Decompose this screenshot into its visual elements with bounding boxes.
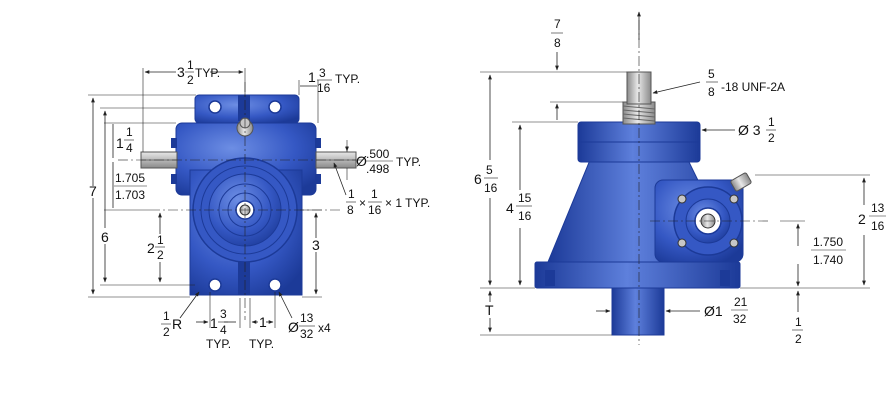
dim-cap-den: 2: [768, 131, 775, 145]
dim-key-n2: 1: [371, 187, 378, 201]
dim-hole-prefix: Ø: [288, 319, 299, 335]
dim-body-whole: 4: [506, 200, 514, 216]
dim-total-num: 5: [486, 163, 493, 177]
dim-right-3: 3: [312, 237, 320, 253]
dim-top-num: 1: [187, 58, 194, 72]
dim-small-den: 4: [126, 141, 133, 155]
dim-total-whole: 6: [474, 171, 482, 187]
dim-spac-note: TYP.: [206, 337, 231, 351]
dim-key-d2: 16: [368, 203, 382, 217]
dim-shaft-den: 32: [733, 312, 747, 326]
dim-top-note: TYP.: [195, 66, 220, 80]
dim-dia-bot: .498: [366, 162, 390, 176]
dim-one: 1: [259, 314, 267, 330]
dim-r-num: 1: [163, 309, 170, 323]
dim-base-num: 1: [795, 315, 802, 329]
dim-cap-prefix: Ø 3: [738, 122, 761, 138]
dim-side-whole: 2: [858, 211, 866, 227]
right-view-actuator: [534, 71, 752, 336]
dim-top-den-r: 8: [554, 36, 561, 50]
dim-mid-whole: 2: [147, 240, 155, 256]
dim-top-num-r: 7: [554, 17, 561, 31]
dim-t-label: T: [485, 302, 494, 318]
dim-hole-den: 32: [300, 327, 314, 341]
dim-body-num: 15: [518, 191, 532, 205]
dim-dia-note: TYP.: [396, 155, 421, 169]
dim-flange-whole: 1: [308, 69, 316, 85]
dim-flange-den: 16: [317, 81, 331, 95]
dim-flange-note: TYP.: [335, 72, 360, 86]
dim-top-whole: 3: [177, 64, 185, 80]
dim-spac-num: 3: [220, 307, 227, 321]
dim-body-den: 16: [518, 209, 532, 223]
dim-small-num: 1: [126, 125, 133, 139]
right-view-dimensions: 7 8 5 8 -18 UNF-2A 6 5 16 Ø 3 1 2 4 15: [474, 11, 886, 346]
dim-base-den: 2: [795, 332, 802, 346]
dim-spac-whole: 1: [210, 315, 218, 331]
dim-hole-num: 13: [300, 311, 314, 325]
left-view-gearbox: [140, 94, 357, 296]
dim-key-x2: × 1 TYP.: [385, 196, 430, 210]
left-view-dimensions: 3 1 2 TYP. 1 3 16 TYP. 1 1 4 1.705 1.703…: [88, 58, 430, 351]
dim-mid-den: 2: [157, 248, 164, 262]
dim-shaft-num: 21: [734, 295, 748, 309]
dim-cap-num: 1: [768, 115, 775, 129]
dim-shaft-bot: 1.703: [115, 188, 145, 202]
dim-thread-den: 8: [708, 85, 715, 99]
dim-height-6: 6: [101, 229, 109, 245]
dim-one-note: TYP.: [249, 337, 274, 351]
dim-dia-top: .500: [366, 147, 390, 161]
dim-shaft-top: 1.705: [115, 171, 145, 185]
dim-spac-den: 4: [220, 323, 227, 337]
dim-flange-num: 3: [319, 66, 326, 80]
dim-bore-top: 1.750: [813, 235, 843, 249]
dim-hole-suffix: x4: [318, 321, 331, 335]
dim-side-den: 16: [871, 219, 885, 233]
dim-small-whole: 1: [116, 135, 124, 151]
dim-thread-num: 5: [708, 67, 715, 81]
dim-key-x1: ×: [359, 196, 366, 210]
dim-total-den: 16: [484, 181, 498, 195]
grease-fitting: [730, 172, 752, 192]
dim-height-7: 7: [89, 183, 97, 199]
dim-shaft-prefix: Ø1: [704, 303, 723, 319]
dim-key-n1: 1: [348, 187, 355, 201]
dim-side-num: 13: [871, 201, 885, 215]
dim-top-den: 2: [187, 73, 194, 87]
dim-r-den: 2: [163, 325, 170, 339]
dim-thread-text: -18 UNF-2A: [721, 80, 785, 94]
dim-dia-prefix: Ø: [356, 153, 367, 169]
dim-mid-num: 1: [157, 233, 164, 247]
dim-bore-bot: 1.740: [813, 253, 843, 267]
dim-r-suffix: R: [172, 316, 182, 332]
dim-key-d1: 8: [347, 203, 354, 217]
